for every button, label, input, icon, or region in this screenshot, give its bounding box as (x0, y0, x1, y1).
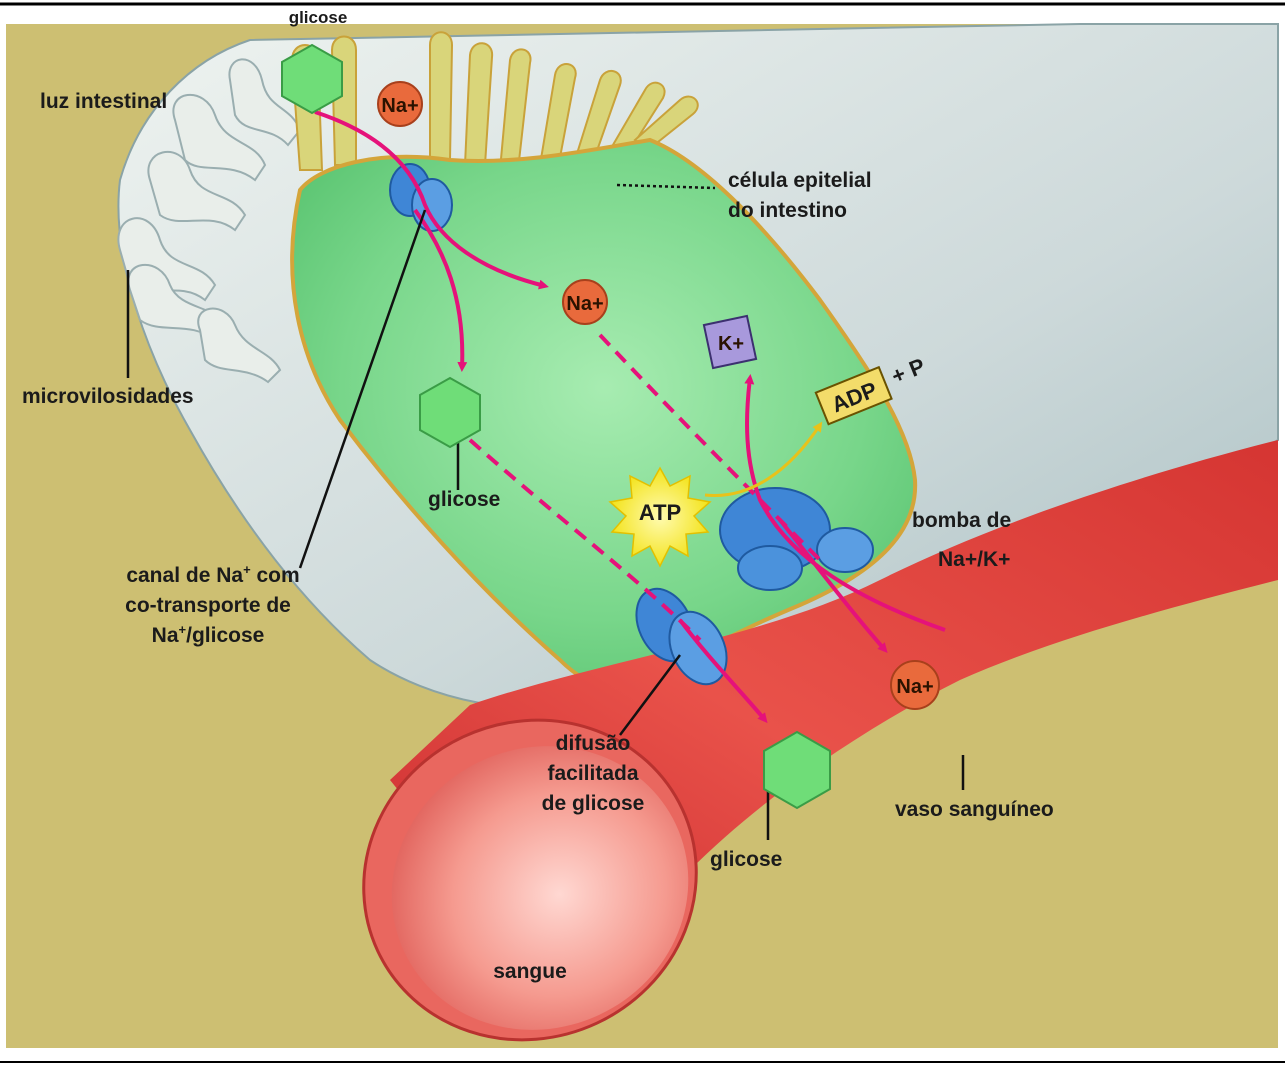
facilitated-label-line1: difusão (556, 732, 631, 755)
intestinal-lumen-label: luz intestinal (40, 90, 167, 113)
atp-label: ATP (639, 500, 681, 525)
cotransport-label-line3: Na+/glicose (152, 622, 265, 647)
epithelial-cell-label-line1: célula epitelial (728, 169, 872, 192)
glucose-inside-label: glicose (428, 488, 500, 511)
pump-label-line1: bomba de (912, 509, 1011, 532)
sodium-ion-bottom-label: Na+ (896, 676, 933, 698)
facilitated-label-line3: de glicose (542, 792, 645, 815)
potassium-ion-label: K+ (718, 333, 744, 355)
pump-label-line2: Na+/K+ (938, 548, 1010, 571)
blood-label: sangue (493, 960, 567, 983)
sodium-ion-mid-label: Na+ (566, 293, 603, 315)
cotransport-label-line2: co-transporte de (125, 594, 291, 617)
microvilli-label: microvilosidades (22, 385, 194, 408)
epithelial-cell-label-line2: do intestino (728, 199, 847, 222)
cotransport-label-line1: canal de Na+ com (126, 562, 299, 587)
glucose-blood-label: glicose (710, 848, 782, 871)
facilitated-label-line2: facilitada (547, 762, 638, 785)
glucose-top-label: glicose (289, 8, 348, 27)
blood-vessel-label: vaso sanguíneo (895, 798, 1054, 821)
sodium-ion-top-label: Na+ (381, 95, 418, 117)
